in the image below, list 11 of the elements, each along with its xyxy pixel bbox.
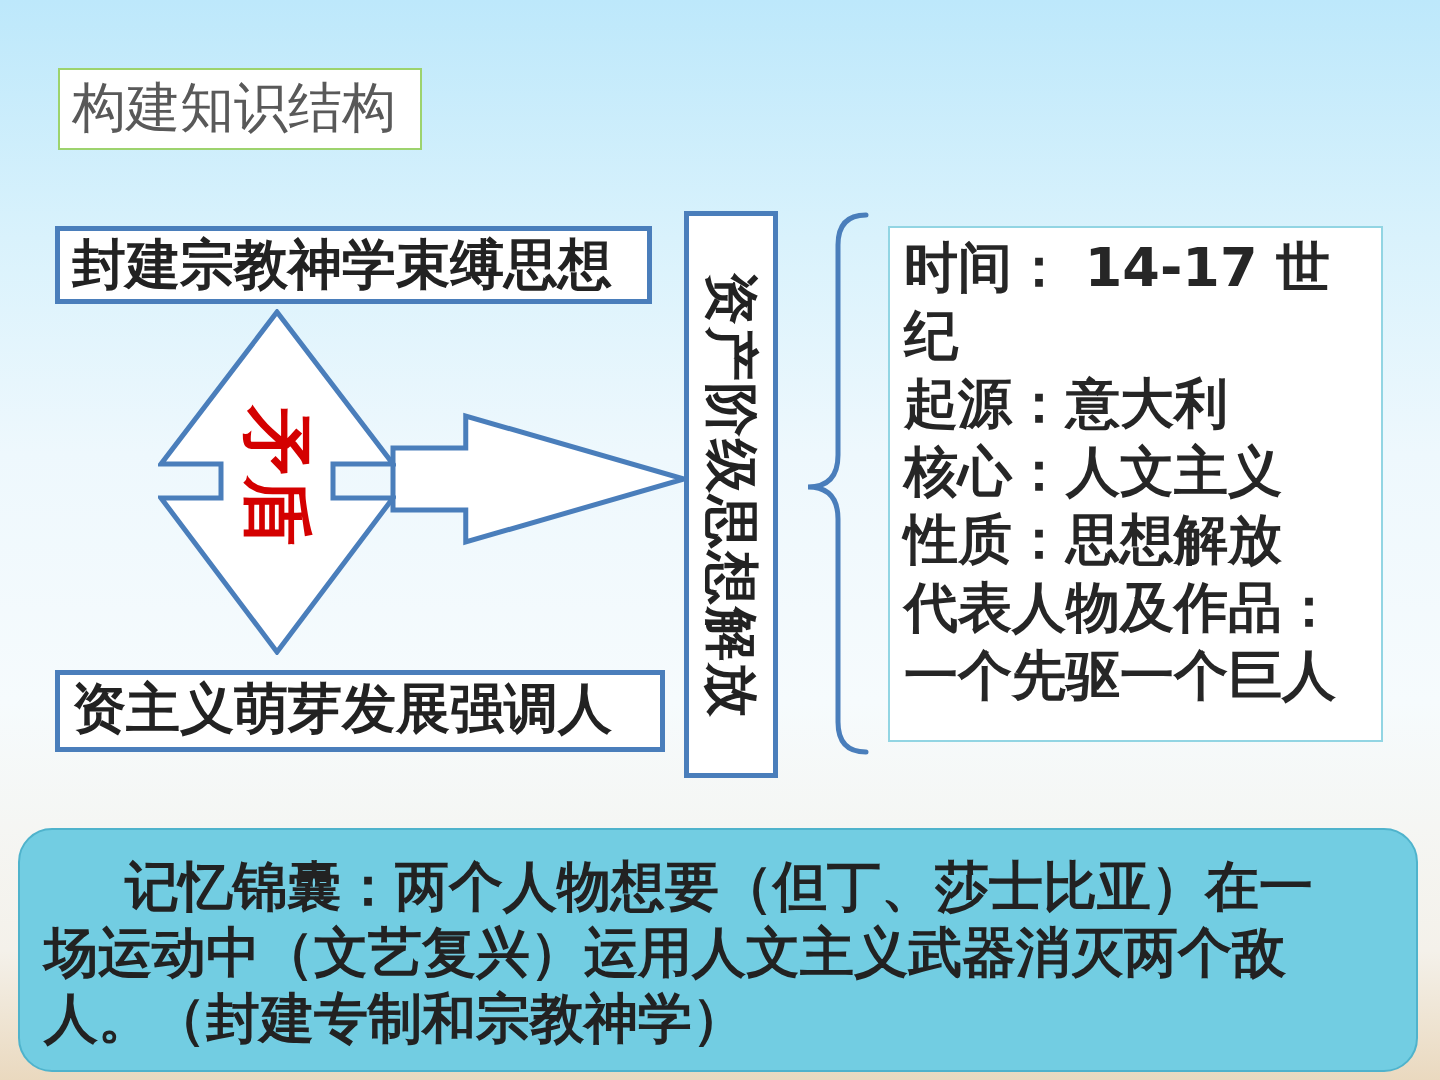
- vertical-label: 矛盾: [242, 406, 312, 547]
- info-line: 时间： 14-17 世纪: [904, 235, 1332, 369]
- info-line: 核心：人文主义: [904, 439, 1283, 505]
- vertical-text-box: 资产阶级思想解放: [684, 211, 778, 778]
- concept-box: 封建宗教神学束缚思想: [55, 226, 652, 304]
- info-line: 起源：意大利: [904, 371, 1229, 437]
- info-panel: [888, 226, 1383, 742]
- memory-tip-panel: 记忆锦囊：两个人物想要（但丁、莎士比亚）在一场运动中（文艺复兴）运用人文主义武器消灭两个敌人。（封建专制和宗教神学）: [18, 828, 1418, 1072]
- concept-box: 资主义萌芽发展强调人: [55, 670, 665, 752]
- info-line: 代表人物及作品：一个先驱一个巨人: [904, 575, 1337, 709]
- slide-title: 构建知识结构: [58, 68, 422, 150]
